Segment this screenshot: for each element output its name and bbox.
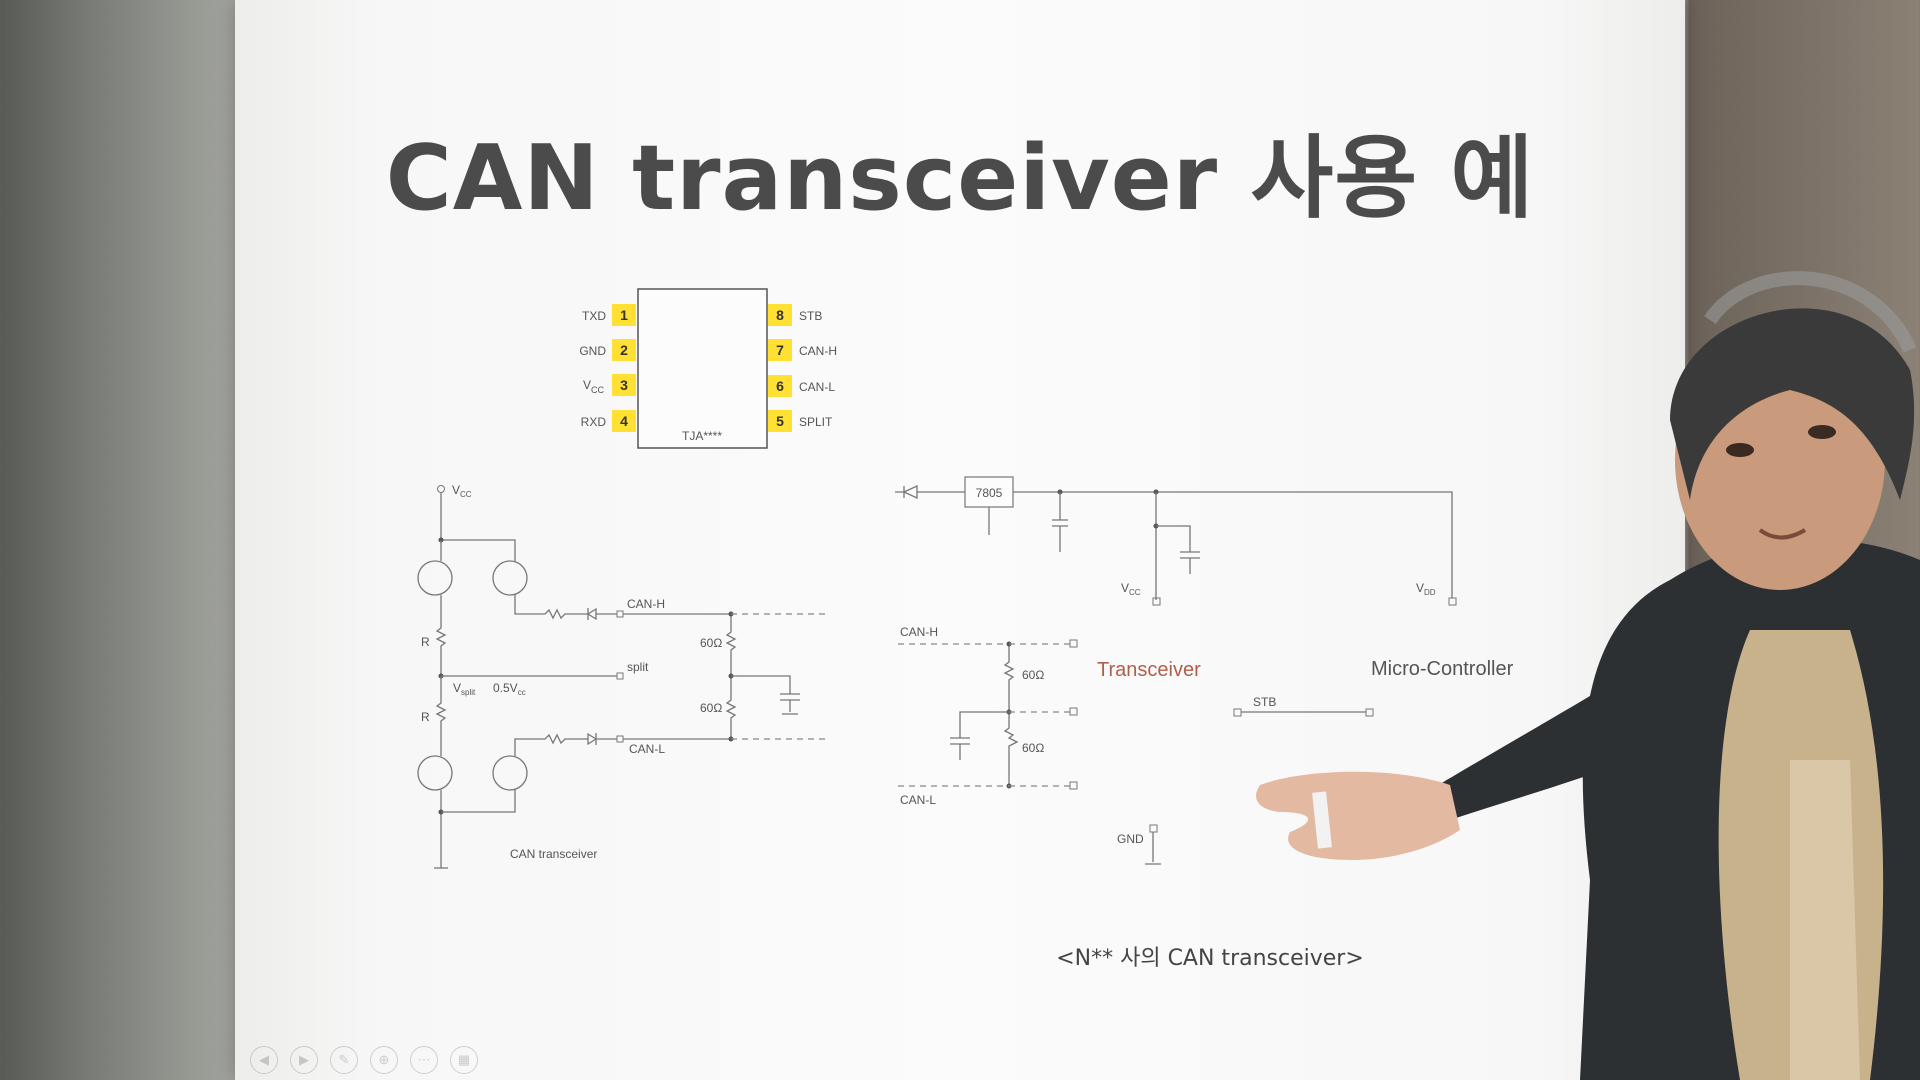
pin-num-7: 7 [776,342,784,358]
presenter-video [1256,271,1920,1080]
chip-name: TJA**** [682,429,722,443]
lower-bjt [417,755,453,791]
upper-pmos [492,560,528,596]
left-half-vcc-label: 0.5Vcc [493,681,526,697]
left-circuit: VCC CAN-H R split Vsplit 0.5Vcc R [417,483,830,869]
pin-label-4: RXD [581,415,607,429]
pin-box-6 [768,375,792,397]
pen-icon[interactable]: ✎ [330,1046,358,1074]
left-can-h-label: CAN-H [627,597,665,611]
left-res-top-label: 60Ω [700,636,722,650]
pin-label-2: GND [579,344,606,358]
chip-body [637,288,768,449]
pin-num-2: 2 [620,342,628,358]
transceiver-label: Transceiver [1097,659,1201,681]
next-icon[interactable]: ▶ [290,1046,318,1074]
regulator-label: 7805 [976,486,1003,500]
pin-label-3: VCC [583,378,605,395]
left-vsplit-label: Vsplit [453,681,476,697]
pin-label-7: CAN-H [799,344,837,358]
left-r-bottom: R [421,710,430,724]
pin-num-5: 5 [776,413,784,429]
zoom-icon[interactable]: ⊕ [370,1046,398,1074]
more-icon[interactable]: ⋯ [410,1046,438,1074]
right-can-l-label: CAN-L [900,793,936,807]
pin-label-5: SPLIT [799,415,833,429]
stb-label: STB [1253,695,1276,709]
right-res-bottom-label: 60Ω [1022,741,1044,755]
right-circuit: 7805 VCC VDD CAN-H 60Ω 60Ω CAN-L Transce… [895,476,1514,865]
left-can-l-label: CAN-L [629,742,665,756]
chip-pinout: TJA**** 1 TXD 2 GND 3 VCC 4 RXD 8 STB 7 … [579,288,837,449]
slide-caption: <N** 사의 CAN transceiver> [1056,946,1364,971]
left-split-label: split [627,660,649,674]
player-controls: ◀ ▶ ✎ ⊕ ⋯ ▦ [250,1046,478,1074]
microcontroller-label: Micro-Controller [1371,658,1514,680]
gnd-label: GND [1117,832,1144,846]
right-vdd-label: VDD [1416,581,1436,597]
left-r-top: R [421,635,430,649]
right-res-top-label: 60Ω [1022,668,1044,682]
left-vcc-label: VCC [452,483,472,499]
pin-num-6: 6 [776,378,784,394]
pin-box-4 [612,410,636,432]
pin-box-1 [612,304,636,326]
lower-pmos [492,755,528,791]
right-can-h-label: CAN-H [900,625,938,639]
pin-num-8: 8 [776,307,784,323]
pin-box-3 [612,374,636,396]
right-vcc-label: VCC [1121,581,1141,597]
pin-box-8 [768,304,792,326]
pin-num-4: 4 [620,413,628,429]
left-circuit-caption: CAN transceiver [510,847,597,861]
pin-label-6: CAN-L [799,380,835,394]
left-res-bottom-label: 60Ω [700,701,722,715]
pin-num-3: 3 [620,377,628,393]
pin-box-2 [612,339,636,361]
pin-box-5 [768,410,792,432]
slides-icon[interactable]: ▦ [450,1046,478,1074]
pin-num-1: 1 [620,307,628,323]
slide-title: CAN transceiver 사용 예 [385,126,1535,231]
upper-bjt [417,560,453,596]
prev-icon[interactable]: ◀ [250,1046,278,1074]
pin-label-8: STB [799,309,822,323]
pin-box-7 [768,339,792,361]
pin-label-1: TXD [582,309,606,323]
